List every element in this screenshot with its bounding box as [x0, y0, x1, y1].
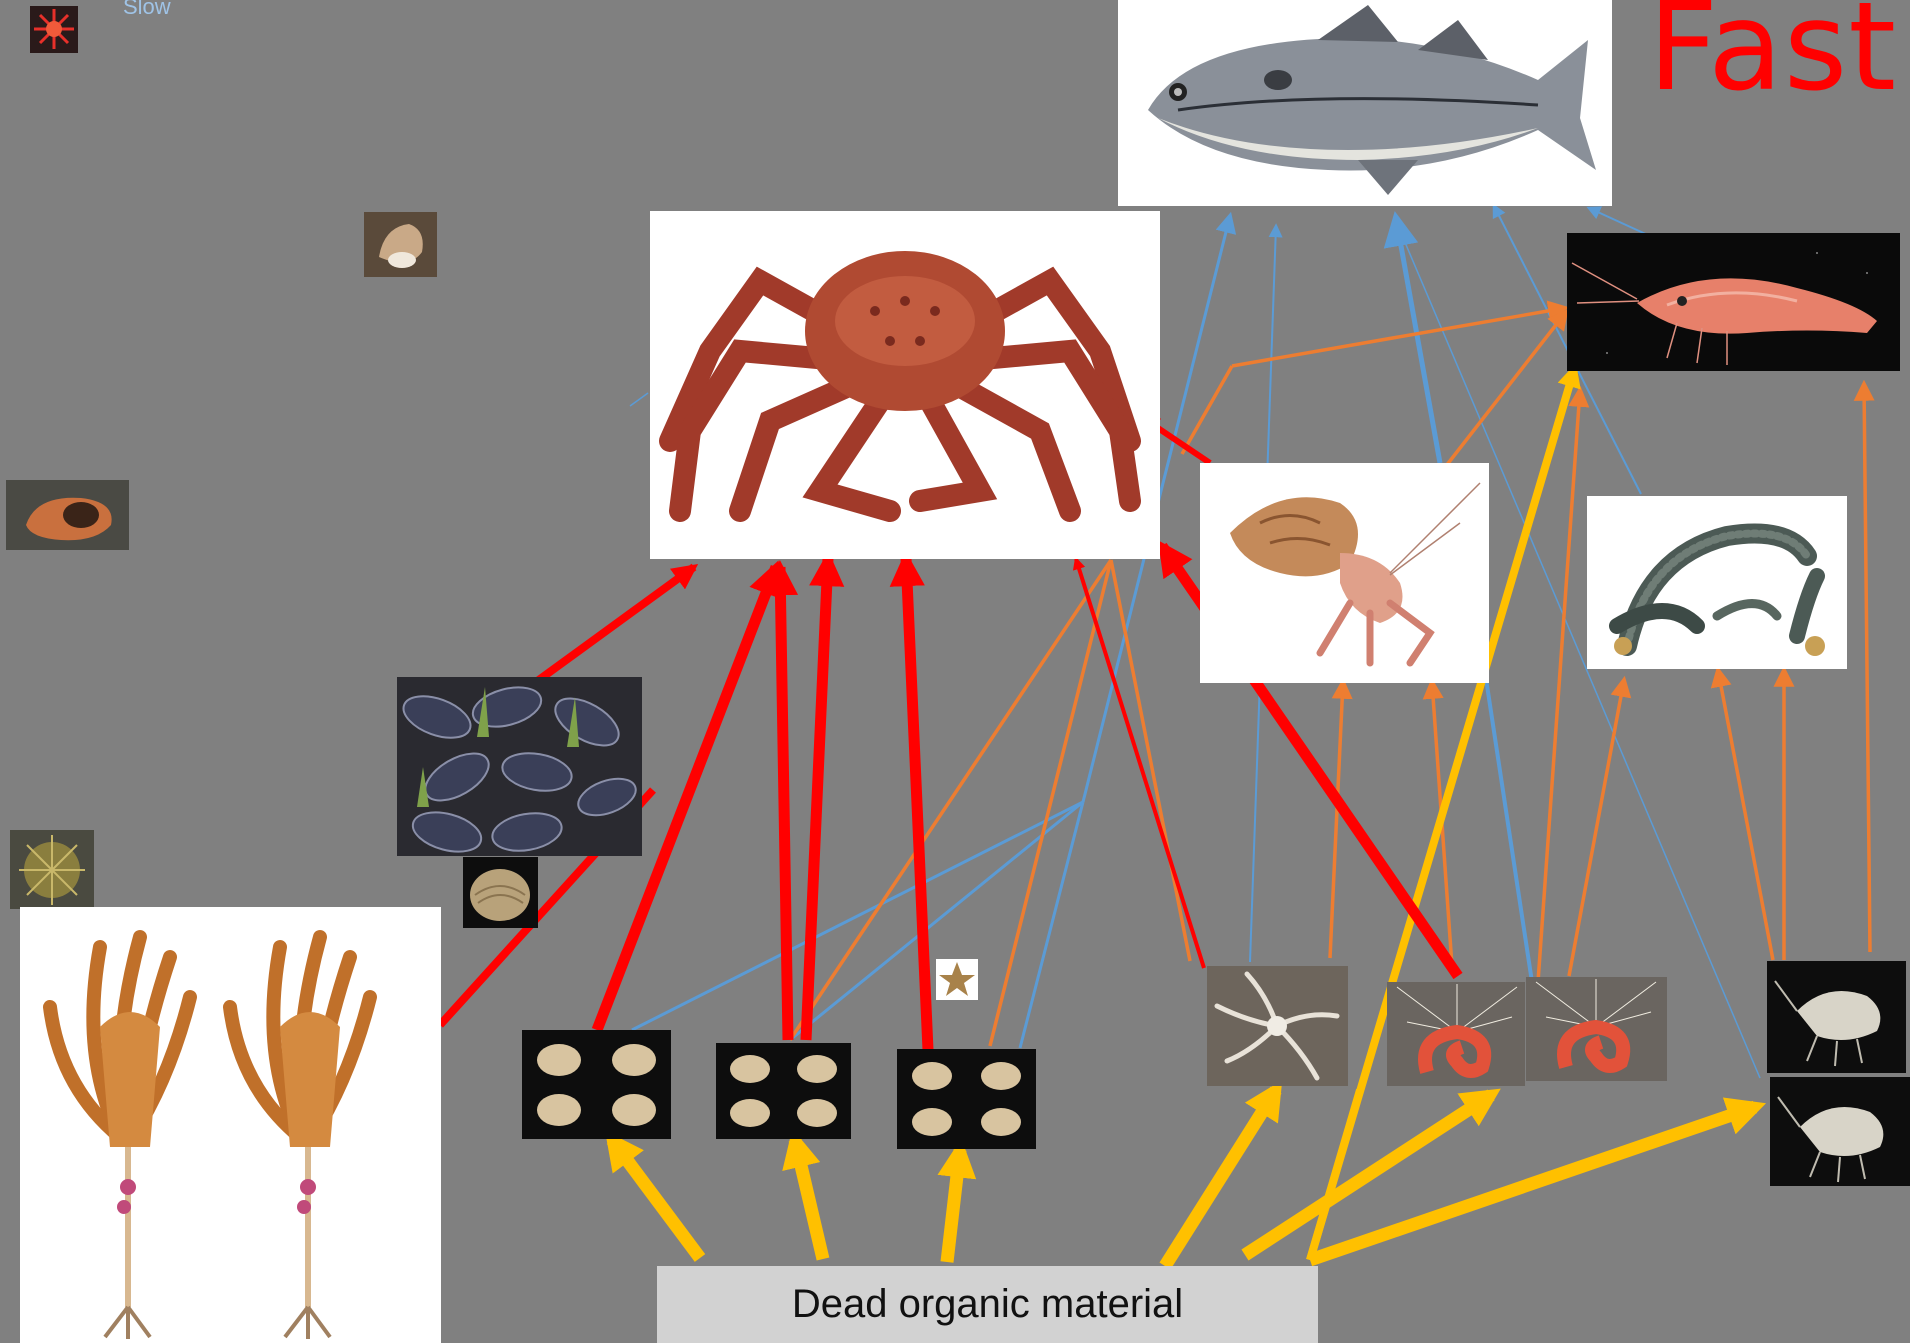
- arrow-blue: [790, 802, 1083, 1040]
- arrow-red: [1076, 559, 1204, 968]
- arrow-blue: [1589, 208, 1650, 236]
- arrow-orange: [1569, 680, 1624, 976]
- dead-organic-material-box: Dead organic material: [657, 1266, 1318, 1343]
- arrow-blue: [630, 393, 648, 406]
- arrow-yellow: [1310, 1090, 1360, 1260]
- mussel-icon: [397, 677, 642, 856]
- tube-worm-icon: [1526, 977, 1667, 1081]
- sponge-image: [6, 480, 129, 550]
- arrow-yellow: [795, 1140, 823, 1259]
- tube-worm-b-image: [1526, 977, 1667, 1081]
- shrimp-image: [1567, 233, 1900, 371]
- arrow-yellow: [1165, 1090, 1276, 1266]
- brittle-star-icon: [1207, 966, 1348, 1086]
- arrow-red: [536, 567, 694, 682]
- arrow-yellow: [947, 1150, 960, 1262]
- clam-icon: [463, 857, 538, 928]
- hydroid-icon: [20, 907, 441, 1343]
- arrow-orange: [1864, 384, 1870, 952]
- fast-label: Fast: [1648, 0, 1897, 120]
- mussel-bed-image: [397, 677, 642, 856]
- hermit-crab-icon: [1200, 463, 1489, 683]
- amphipod-icon: [1767, 961, 1906, 1073]
- arrow-blue: [1020, 802, 1083, 1048]
- tube-worm-icon: [1387, 982, 1525, 1086]
- amphipod-icon: [1770, 1077, 1910, 1186]
- fish-icon: [1118, 0, 1612, 206]
- bivalves-c-image: [897, 1049, 1036, 1149]
- bivalves-a-image: [522, 1030, 671, 1139]
- arrow-red: [780, 567, 788, 1040]
- arrow-orange: [1538, 390, 1580, 982]
- shrimp-icon: [1567, 233, 1900, 371]
- arrow-yellow: [1310, 1107, 1755, 1260]
- sea-urchin-image: [10, 830, 94, 909]
- arrow-orange: [1232, 308, 1565, 366]
- arrow-orange: [1330, 682, 1343, 958]
- arrow-orange: [1446, 312, 1566, 466]
- slow-label: Slow: [123, 0, 171, 20]
- brittle-star-image: [1207, 966, 1348, 1086]
- bivalve-icon: [897, 1049, 1036, 1149]
- hermit-crab-image: [1200, 463, 1489, 683]
- whelk-icon: [364, 212, 437, 277]
- arrow-blue: [632, 802, 1083, 1030]
- worm-icon: [1587, 496, 1847, 669]
- sun-star-icon: [30, 6, 78, 53]
- urchin-icon: [10, 830, 94, 909]
- sun-star-image: [30, 6, 78, 53]
- arrow-yellow: [1245, 1095, 1491, 1255]
- arrow-orange: [990, 560, 1111, 1046]
- arrow-yellow: [612, 1140, 700, 1258]
- dead-organic-material-label: Dead organic material: [792, 1282, 1183, 1327]
- crab-icon: [650, 211, 1160, 559]
- king-crab-image: [650, 211, 1160, 559]
- haddock-image: [1118, 0, 1612, 206]
- small-starfish-image: [936, 959, 978, 1000]
- arrow-orange: [1432, 682, 1452, 966]
- arrow-red: [806, 558, 828, 1040]
- arrow-orange: [1718, 670, 1773, 960]
- starfish-icon: [936, 959, 978, 1000]
- arrow-orange: [1111, 560, 1190, 961]
- bivalves-b-image: [716, 1043, 851, 1139]
- clam-single-image: [463, 857, 538, 928]
- tube-worm-a-image: [1387, 982, 1525, 1086]
- bivalve-icon: [716, 1043, 851, 1139]
- arrow-orange: [1182, 366, 1232, 454]
- arrow-blue: [1396, 218, 1440, 463]
- sponge-icon: [6, 480, 129, 550]
- hydroid-colony-image: [20, 907, 441, 1343]
- arrow-red: [906, 558, 928, 1050]
- amphipod-b-image: [1770, 1077, 1910, 1186]
- polychaete-worms-image: [1587, 496, 1847, 669]
- whelk-image: [364, 212, 437, 277]
- amphipod-a-image: [1767, 961, 1906, 1073]
- bivalve-icon: [522, 1030, 671, 1139]
